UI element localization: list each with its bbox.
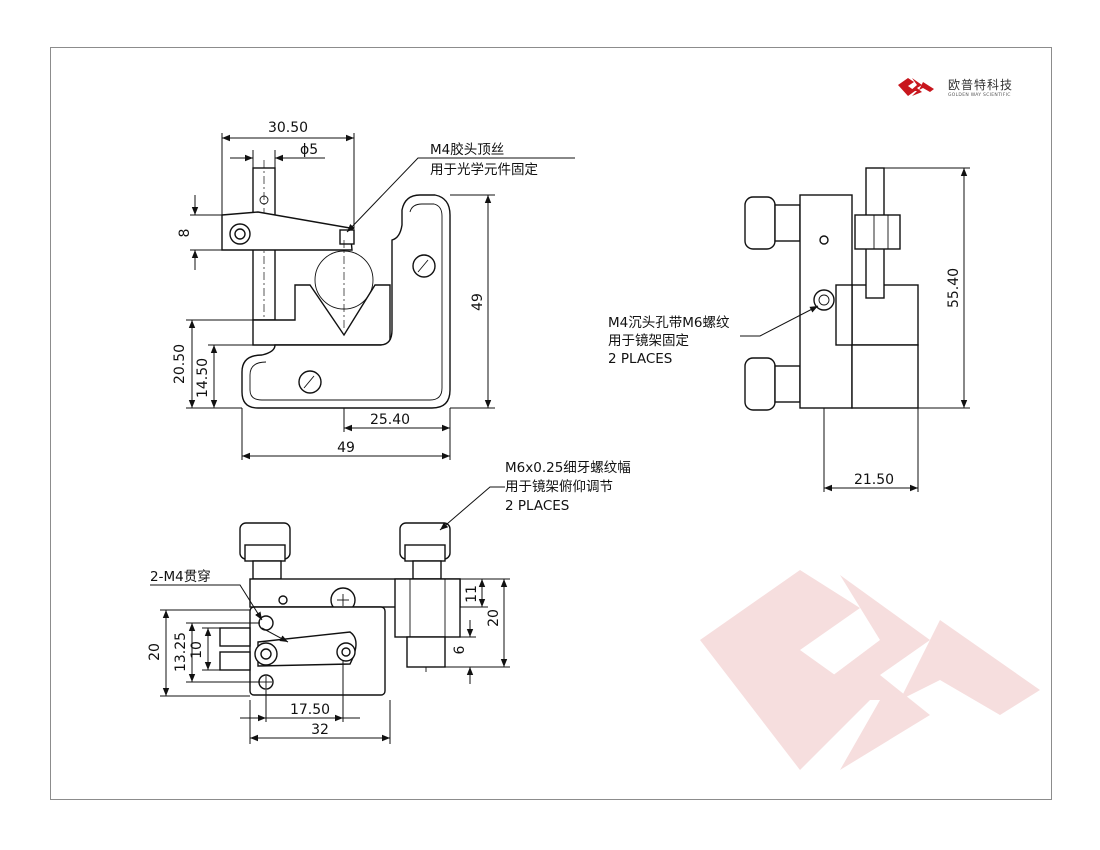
brand-mark-icon	[898, 78, 934, 96]
dim-20-right: 20	[486, 609, 502, 627]
dim-10: 10	[189, 641, 205, 659]
label-m4-through: 2-M4贯穿	[150, 569, 211, 585]
side-countersink-hole	[813, 289, 835, 311]
brand-logo: 欧普特科技 GOLDEN WAY SCIENTIFIC	[898, 72, 1038, 106]
note-fine-thread-3: 2 PLACES	[505, 498, 569, 514]
top-view: M6x0.25细牙螺纹幅 用于镜架俯仰调节 2 PLACES 2-M4贯穿 20…	[147, 460, 631, 744]
dim-30-50: 30.50	[268, 120, 308, 136]
note-set-screw-1: M4胶头顶丝	[430, 141, 504, 158]
note-fine-thread-2: 用于镜架俯仰调节	[505, 479, 613, 495]
front-screw-upper	[412, 254, 436, 278]
drawing-frame	[50, 47, 1052, 800]
note-fine-thread-1: M6x0.25细牙螺纹幅	[505, 460, 631, 476]
note-countersink-2: 用于镜架固定	[608, 333, 689, 349]
brand-name-cn: 欧普特科技	[948, 78, 1014, 92]
dim-49-right: 49	[470, 293, 486, 311]
brand-name-en: GOLDEN WAY SCIENTIFIC	[948, 93, 1011, 98]
note-countersink-3: 2 PLACES	[608, 351, 672, 367]
side-knob-upper	[744, 196, 776, 250]
dim-20-50: 20.50	[172, 344, 188, 384]
dim-8: 8	[177, 229, 193, 238]
front-screw-lower	[298, 370, 322, 394]
dim-14-50: 14.50	[195, 358, 211, 398]
dim-6: 6	[452, 645, 468, 654]
front-l-frame	[241, 194, 451, 409]
watermark-logo-icon	[700, 570, 1040, 770]
front-view: 30.50 ϕ5 8 49 20.50 14.50 25.40 49 M4胶头顶…	[172, 120, 575, 460]
dim-11: 11	[464, 585, 480, 603]
dim-17-50: 17.50	[290, 702, 330, 718]
dim-13-25: 13.25	[173, 632, 189, 672]
note-countersink-1: M4沉头孔带M6螺纹	[608, 315, 730, 331]
side-view: 55.40 21.50 M4沉头孔带M6螺纹 用于镜架固定 2 PLACES	[608, 167, 970, 492]
dim-phi-5: ϕ5	[300, 142, 318, 158]
dim-20-left: 20	[147, 643, 163, 661]
dim-21-50: 21.50	[854, 472, 894, 488]
note-set-screw-2: 用于光学元件固定	[430, 162, 538, 178]
side-knob-lower	[744, 357, 776, 411]
dim-55-40: 55.40	[946, 268, 962, 308]
dim-25-40: 25.40	[370, 412, 410, 428]
dim-49-bottom: 49	[337, 440, 355, 456]
dim-32: 32	[311, 722, 329, 738]
